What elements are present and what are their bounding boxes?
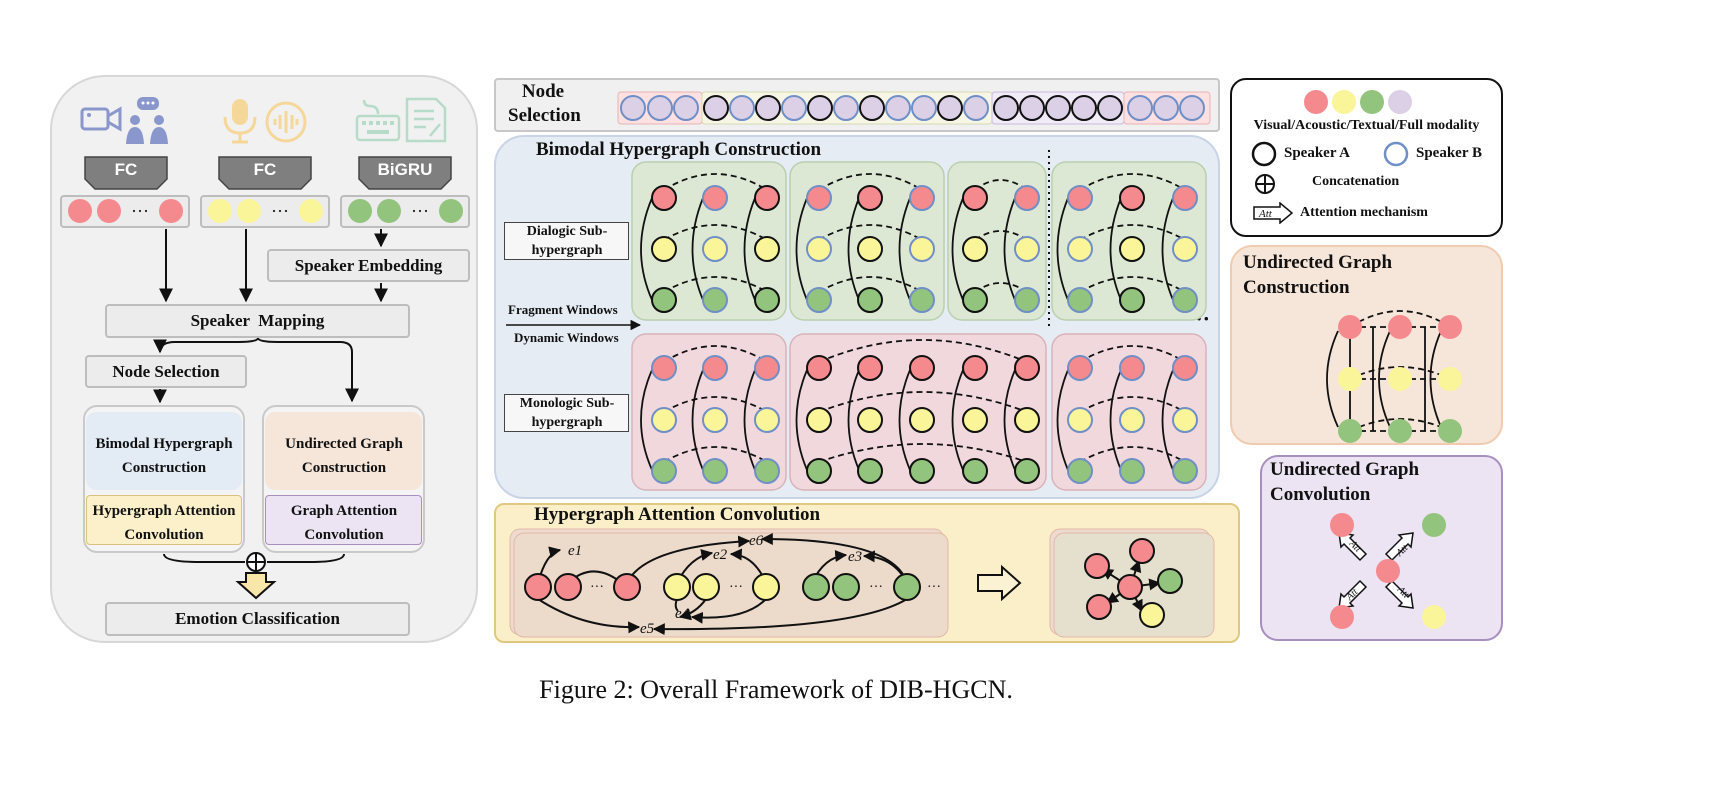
edge-e5-label: e5 — [640, 621, 655, 637]
acoustic-feature-nodes: ··· — [208, 199, 323, 223]
undirected-construction-title: Undirected Graph Construction — [1243, 252, 1393, 298]
node-selection-sequence — [617, 91, 1211, 125]
bimodal-hypergraph-label: Bimodal Hypergraph Construction — [95, 436, 233, 476]
visual-dots: ··· — [131, 201, 149, 221]
monologic-window-3 — [1067, 355, 1198, 484]
hac-dots-1: ··· — [590, 580, 604, 595]
undirected-graph-label: Undirected Graph Construction — [285, 436, 403, 476]
dialogic-window-1 — [651, 185, 780, 313]
dialogic-label-box — [504, 222, 629, 260]
monologic-label: Monologic Sub-hypergraph — [519, 396, 615, 430]
node-selection-strip-label: Node Selection — [508, 81, 581, 126]
dynamic-windows-label: Dynamic Windows — [514, 330, 619, 345]
hac-diagram: e1 e2 e3 e4 e5 e6 ··· ··· ··· ··· ··· — [509, 528, 1215, 638]
legend-attention-label: Attention mechanism — [1300, 205, 1428, 220]
audio-wave-icon — [265, 101, 307, 143]
fc-visual-label: FC — [114, 160, 138, 179]
bigru-block — [358, 156, 452, 190]
speaker-embedding-box — [267, 249, 470, 282]
edge-e3-label: e3 — [848, 549, 862, 565]
fragment-windows-label: Fragment Windows — [508, 302, 618, 317]
legend-speaker-a-icon — [1251, 141, 1277, 167]
graph-attention-label: Graph Attention Convolution — [290, 503, 398, 543]
speaker-mapping-label: Speaker Mapping — [190, 311, 325, 330]
legend-speaker-a-label: Speaker A — [1284, 145, 1350, 161]
fc-acoustic-block — [218, 156, 312, 190]
speaker-embedding-label: Speaker Embedding — [294, 256, 443, 275]
attention-icon-text: Att — [1258, 208, 1273, 220]
undirected-construction-graph — [1326, 310, 1462, 443]
textual-feature-nodes: ··· — [348, 199, 463, 223]
undirected-convolution-graph: Att Att Att Att — [1330, 513, 1446, 629]
dialogic-window-2 — [806, 185, 935, 313]
figure-caption: Figure 2: Overall Framework of DIB-HGCN. — [539, 675, 1013, 704]
legend-modality-label: Visual/Acoustic/Textual/Full modality — [1253, 118, 1480, 133]
fc-acoustic-label: FC — [253, 160, 277, 179]
legend-speaker-b-label: Speaker B — [1416, 145, 1482, 161]
windows-arrow — [506, 319, 642, 331]
left-panel-arrows — [153, 229, 388, 600]
dialogic-window-4 — [1067, 185, 1198, 313]
edge-e4-label: e4 — [675, 606, 690, 622]
acoustic-dots: ··· — [271, 201, 289, 221]
attention-arrow-icon: Att — [1253, 202, 1294, 224]
edge-e1-label: e1 — [568, 543, 582, 559]
node-selection-label: Node Selection — [112, 362, 220, 381]
node-selection-box — [85, 355, 247, 388]
hypergraph-attention-label: Hypergraph Attention Convolution — [92, 503, 236, 543]
conversation-people-icon — [126, 97, 168, 144]
hypergraph-windows — [631, 150, 1207, 491]
graph-attention-box — [265, 495, 422, 545]
monologic-window-1 — [651, 355, 780, 484]
video-icon — [80, 106, 122, 132]
hac-title: Hypergraph Attention Convolution — [534, 504, 821, 525]
textual-dots: ··· — [411, 201, 429, 221]
bimodal-panel-title: Bimodal Hypergraph Construction — [536, 139, 822, 160]
undirected-convolution-title: Undirected Graph Convolution — [1270, 459, 1420, 505]
undirected-convolution-panel — [1260, 455, 1503, 641]
dialogic-label: Dialogic Sub-hypergraph — [526, 224, 608, 258]
emotion-classification-label: Emotion Classification — [175, 609, 340, 628]
edge-e6-label: e6 — [749, 533, 764, 549]
legend-concatenation-label: Concatenation — [1312, 174, 1400, 189]
bigru-label: BiGRU — [377, 160, 433, 179]
emotion-classification-box — [105, 602, 410, 636]
document-icon — [405, 97, 447, 143]
legend-modality-circles — [1304, 90, 1412, 114]
hac-dots-4: ··· — [927, 580, 941, 595]
visual-feature-nodes: ··· — [68, 199, 183, 223]
undirected-graph-box — [265, 412, 422, 490]
fc-visual-block — [84, 156, 168, 190]
hac-dots-3: ··· — [869, 580, 883, 595]
monologic-window-2 — [806, 355, 1040, 484]
edge-e2-label: e2 — [713, 547, 728, 563]
concatenation-icon — [1255, 174, 1275, 194]
bimodal-hypergraph-box — [86, 412, 242, 490]
hypergraph-attention-box — [86, 495, 242, 545]
legend-speaker-b-icon — [1383, 141, 1409, 167]
undirected-construction-panel — [1230, 245, 1503, 445]
speaker-mapping-box — [105, 304, 410, 338]
microphone-icon — [223, 99, 257, 144]
hac-dots-2: ··· — [729, 580, 743, 595]
monologic-label-box — [504, 394, 629, 432]
keyboard-icon — [355, 99, 401, 142]
dialogic-window-3 — [962, 185, 1040, 313]
